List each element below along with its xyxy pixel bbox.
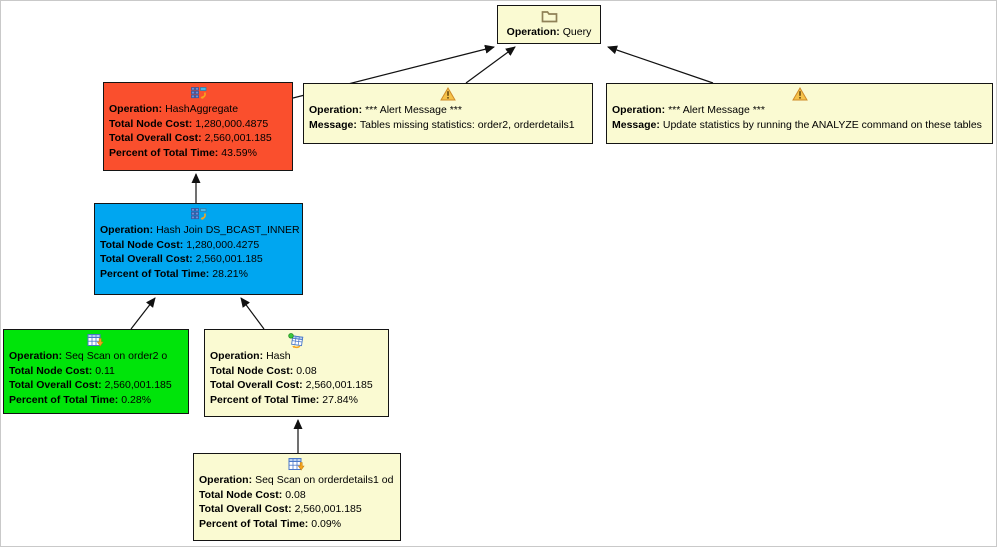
- node-hash[interactable]: Operation:Hash Total Node Cost:0.08 Tota…: [204, 329, 389, 417]
- node-field: Total Node Cost:0.08: [199, 488, 395, 503]
- node-field: Operation:Seq Scan on orderdetails1 od: [199, 473, 395, 488]
- warning-icon: [791, 87, 808, 101]
- node-field: Percent of Total Time:27.84%: [210, 393, 383, 408]
- field-value: Seq Scan on orderdetails1 od: [255, 474, 394, 486]
- field-value: 2,560,001.185: [204, 132, 272, 145]
- field-value: Hash Join DS_BCAST_INNER: [156, 224, 300, 236]
- node-field: Total Node Cost:0.08: [210, 364, 383, 379]
- node-field: Message:Update statistics by running the…: [612, 118, 987, 133]
- field-value: 0.08: [285, 488, 306, 501]
- hash-aggregate-icon: [190, 87, 207, 99]
- node-field: Total Node Cost:0.11: [9, 364, 183, 379]
- field-label: Operation:: [309, 104, 363, 116]
- node-field: Operation:*** Alert Message ***: [612, 103, 987, 118]
- field-value: 1,280,000.4275: [186, 238, 260, 251]
- field-value: Query: [562, 26, 592, 38]
- field-value: Update statistics by running the ANALYZE…: [662, 118, 982, 131]
- field-value: 0.09%: [311, 517, 342, 530]
- field-label: Total Node Cost:: [199, 488, 283, 501]
- field-label: Percent of Total Time:: [199, 517, 309, 530]
- field-value: 43.59%: [221, 146, 257, 159]
- node-field: Percent of Total Time:43.59%: [109, 146, 287, 161]
- field-value: 2,560,001.185: [195, 253, 263, 266]
- field-label: Percent of Total Time:: [210, 393, 320, 406]
- field-label: Total Node Cost:: [100, 238, 184, 251]
- field-value: Tables missing statistics: order2, order…: [359, 118, 575, 131]
- field-label: Total Overall Cost:: [100, 253, 193, 266]
- node-hash-aggregate[interactable]: Operation:HashAggregate Total Node Cost:…: [103, 82, 293, 171]
- hash-icon: [288, 333, 305, 349]
- field-label: Total Overall Cost:: [109, 132, 202, 145]
- node-field: Total Node Cost:1,280,000.4875: [109, 117, 287, 132]
- seq-scan-icon: [87, 334, 106, 347]
- node-field: Operation:*** Alert Message ***: [309, 103, 587, 118]
- node-field: Operation:HashAggregate: [109, 102, 287, 117]
- field-value: 2,560,001.185: [104, 379, 172, 392]
- field-value: Hash: [266, 350, 291, 362]
- field-value: 2,560,001.185: [305, 379, 373, 392]
- field-value: 1,280,000.4875: [195, 117, 269, 130]
- field-label: Total Node Cost:: [210, 364, 294, 377]
- node-alert-analyze[interactable]: Operation:*** Alert Message *** Message:…: [606, 83, 993, 144]
- node-field: Operation:Seq Scan on order2 o: [9, 349, 183, 364]
- field-label: Message:: [309, 118, 357, 131]
- field-label: Operation:: [100, 224, 154, 236]
- field-label: Total Node Cost:: [109, 117, 193, 130]
- field-label: Percent of Total Time:: [100, 267, 210, 280]
- node-field: Total Overall Cost:2,560,001.185: [9, 378, 183, 393]
- field-value: 0.08: [296, 364, 317, 377]
- node-field: Total Overall Cost:2,560,001.185: [100, 252, 297, 267]
- node-field: Operation:Hash Join DS_BCAST_INNER: [100, 223, 300, 238]
- field-label: Total Node Cost:: [9, 364, 93, 377]
- node-field: Percent of Total Time:0.09%: [199, 517, 395, 532]
- field-label: Operation:: [199, 474, 253, 486]
- node-field: Operation:Query: [503, 25, 595, 40]
- edge-alert-analyze-to-query: [607, 45, 714, 84]
- field-label: Total Overall Cost:: [210, 379, 303, 392]
- folder-icon: [541, 10, 558, 23]
- node-hash-join[interactable]: Operation:Hash Join DS_BCAST_INNER Total…: [94, 203, 303, 295]
- node-field: Total Node Cost:1,280,000.4275: [100, 238, 297, 253]
- field-label: Percent of Total Time:: [109, 146, 219, 159]
- field-label: Operation:: [109, 103, 163, 115]
- field-value: 0.11: [95, 364, 115, 377]
- field-label: Operation:: [9, 350, 63, 362]
- node-field: Operation:Hash: [210, 349, 383, 364]
- field-value: 28.21%: [212, 267, 248, 280]
- field-label: Total Overall Cost:: [9, 379, 102, 392]
- field-label: Operation:: [612, 104, 666, 116]
- edge-alert-missing-stats-to-query: [465, 46, 516, 84]
- warning-icon: [440, 87, 456, 101]
- field-label: Total Overall Cost:: [199, 503, 292, 516]
- node-field: Total Overall Cost:2,560,001.185: [210, 378, 383, 393]
- field-label: Operation:: [210, 350, 264, 362]
- edge-hash-to-hashjoin: [240, 297, 265, 330]
- field-value: 2,560,001.185: [294, 503, 362, 516]
- node-seq-scan-order2[interactable]: Operation:Seq Scan on order2 o Total Nod…: [3, 329, 189, 414]
- field-value: 27.84%: [322, 393, 358, 406]
- node-field: Percent of Total Time:28.21%: [100, 267, 297, 282]
- node-field: Message:Tables missing statistics: order…: [309, 118, 587, 133]
- field-label: Percent of Total Time:: [9, 393, 119, 406]
- field-value: *** Alert Message ***: [365, 104, 462, 116]
- field-value: Seq Scan on order2 o: [65, 350, 168, 362]
- seq-scan-icon: [288, 458, 307, 471]
- node-field: Total Overall Cost:2,560,001.185: [109, 131, 287, 146]
- hash-join-icon: [190, 208, 207, 220]
- field-value: 0.28%: [121, 393, 152, 406]
- node-field: Percent of Total Time:0.28%: [9, 393, 183, 408]
- node-query[interactable]: Operation:Query: [497, 5, 601, 44]
- node-field: Total Overall Cost:2,560,001.185: [199, 502, 395, 517]
- field-value: *** Alert Message ***: [668, 104, 765, 116]
- node-seq-scan-orderdetails1[interactable]: Operation:Seq Scan on orderdetails1 od T…: [193, 453, 401, 541]
- field-label: Operation:: [506, 26, 560, 38]
- field-label: Message:: [612, 118, 660, 131]
- field-value: HashAggregate: [165, 103, 239, 115]
- edge-seqscan-order2-to-hashjoin: [130, 297, 156, 330]
- node-alert-missing-stats[interactable]: Operation:*** Alert Message *** Message:…: [303, 83, 593, 144]
